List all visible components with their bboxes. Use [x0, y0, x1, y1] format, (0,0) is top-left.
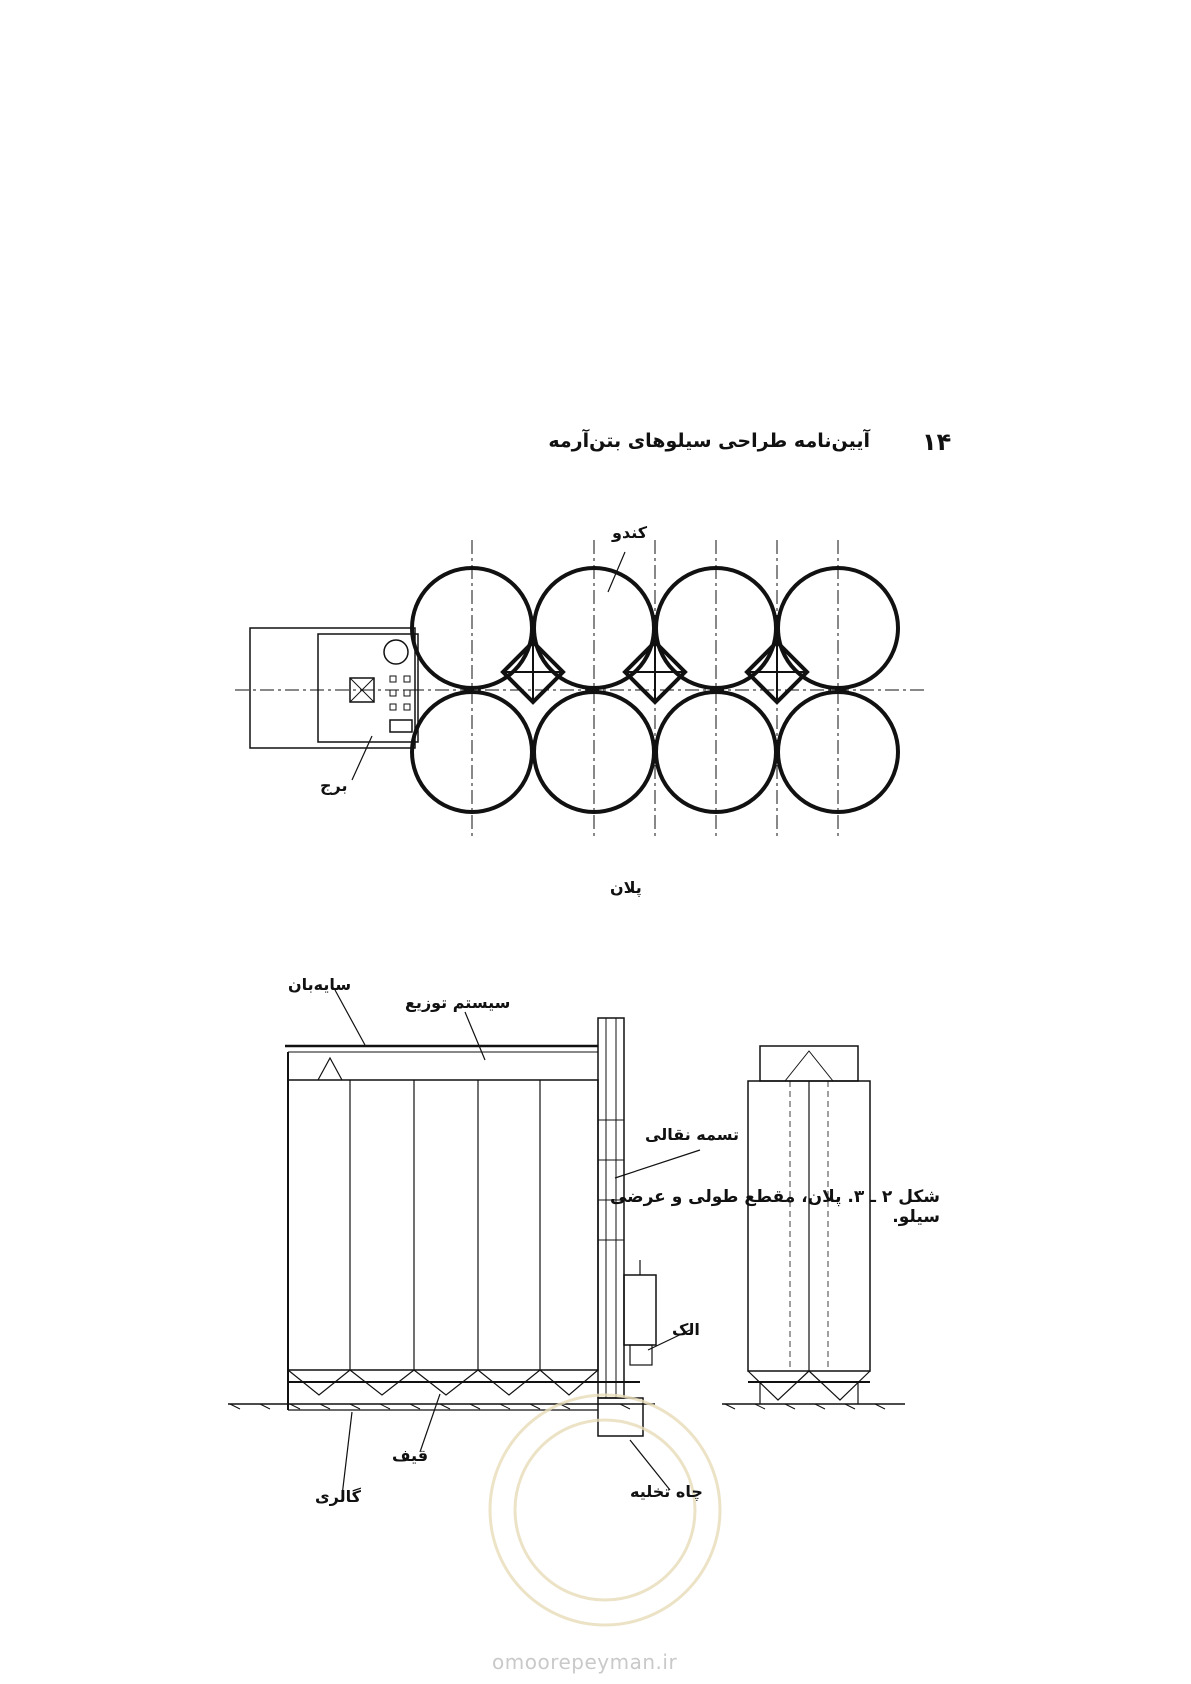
leader-canopy: [334, 989, 366, 1046]
sieve-house: [623, 1274, 657, 1346]
watermark-text: omoorepeyman.ir: [492, 1650, 678, 1674]
axis-lines: [235, 540, 925, 840]
label-gallery: گالری: [315, 1487, 361, 1506]
figure-caption: شکل ۲ ـ ۳. پلان، مقطع طولی و عرضی سیلو.: [609, 1187, 940, 1227]
label-tower: برج: [320, 776, 348, 795]
discharge-pit: [597, 1397, 644, 1437]
leader-gallery: [341, 1411, 353, 1497]
running-title: آیین‌نامه طراحی سیلوهای بتن‌آرمه: [548, 430, 870, 452]
label-conveyor: تسمه نقالی: [645, 1125, 740, 1144]
tower-round-bin: [383, 639, 409, 665]
label-hopper: قیف: [392, 1446, 429, 1465]
label-canopy: سایه‌بان: [288, 975, 352, 994]
cross-section: [722, 1045, 905, 1410]
label-silo: کندو: [612, 523, 648, 542]
leader-tower: [351, 735, 373, 781]
plan-title: پلان: [610, 878, 642, 897]
plan-view: [235, 540, 925, 840]
leader-hopper: [419, 1393, 441, 1453]
tower-outer: [249, 627, 416, 749]
leader-sieve: [647, 1329, 691, 1351]
leader-pit: [629, 1439, 671, 1491]
watermark-seal: [488, 1393, 722, 1627]
page-number: ۱۴: [922, 428, 952, 456]
silo-body: [287, 1079, 599, 1371]
tower-inner: [317, 633, 419, 743]
leader-distribution: [464, 1011, 486, 1061]
label-sieve: الک: [672, 1320, 700, 1339]
longitudinal-section: [228, 989, 701, 1497]
leader-silo: [607, 551, 626, 593]
leader-conveyor: [614, 1149, 701, 1179]
label-pit: چاه تخلیه: [630, 1482, 703, 1501]
label-distribution: سیستم توزیع: [405, 993, 511, 1012]
